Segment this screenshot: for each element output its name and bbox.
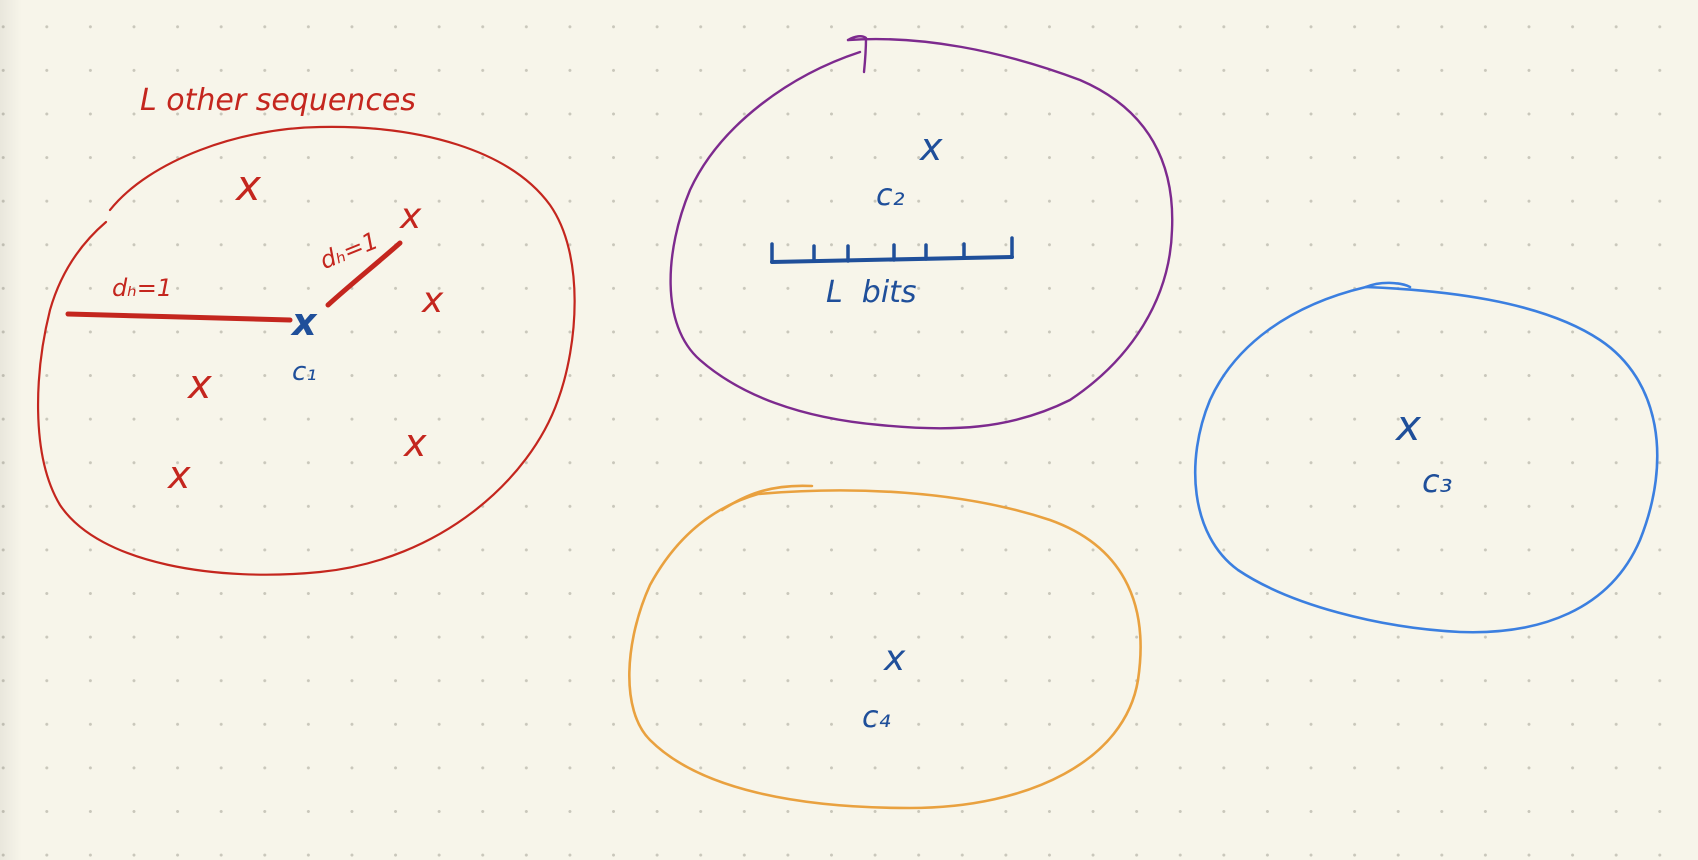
bit-ruler-baseline: [770, 255, 1014, 264]
cluster-4-center-label: c₄: [862, 700, 891, 735]
cluster-4-center-mark: x: [883, 638, 906, 679]
title-note: L other sequences: [140, 83, 416, 118]
cluster-3-center-label: c₃: [1422, 462, 1452, 500]
cluster-3: x c₃: [1193, 281, 1659, 634]
cluster-2-center-mark: x: [919, 125, 943, 169]
cluster-4-outline-flick: [720, 484, 814, 512]
cluster-2-outline: [669, 37, 1174, 430]
cluster-1-point: x: [403, 421, 427, 465]
cluster-1-outline: [36, 125, 576, 576]
bit-ruler: [770, 236, 1014, 264]
distance-label-left: dₕ=1: [112, 274, 172, 302]
cluster-1-point: x: [234, 161, 262, 210]
cluster-1-center-mark: x: [290, 300, 318, 344]
cluster-1-point: x: [399, 196, 422, 237]
cluster-1-center-label: c₁: [292, 357, 317, 387]
cluster-4-outline: [628, 489, 1142, 810]
distance-line-right: [325, 240, 403, 308]
cluster-1-point: x: [167, 453, 191, 497]
cluster-3-outline-flick: [1364, 281, 1412, 289]
cluster-3-outline: [1193, 285, 1659, 634]
cluster-2-center-label: c₂: [876, 178, 905, 213]
bits-label: L bits: [826, 275, 917, 310]
distance-line-left: [65, 311, 293, 323]
cluster-1-point: x: [421, 280, 444, 321]
cluster-1-point: x: [186, 362, 212, 408]
cluster-4: x c₄: [628, 484, 1142, 810]
cluster-1: L other sequences dₕ=1 dₕ=1 x c₁ x x x x…: [36, 83, 576, 576]
cluster-2-outline-flick: [846, 35, 868, 74]
cluster-3-center-mark: x: [1394, 401, 1422, 450]
cluster-2: x c₂ L bits: [669, 35, 1174, 430]
